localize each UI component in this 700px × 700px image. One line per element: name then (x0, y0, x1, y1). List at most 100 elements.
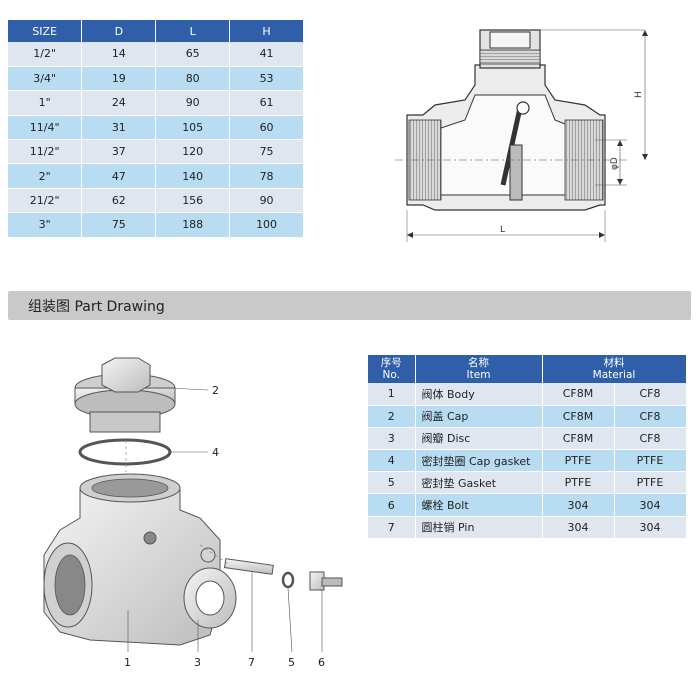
header-no-en: No. (382, 369, 400, 381)
table-row: 11/2" 37 120 75 (8, 139, 304, 165)
cell-l: 80 (155, 66, 231, 92)
cell-material-2: 304 (614, 493, 687, 517)
cell-item: 密封垫 Gasket (415, 471, 543, 495)
parts-table-header: 序号 No. 名称 Item 材料 Material (368, 355, 687, 383)
callout-3: 3 (194, 656, 201, 669)
cell-material-2: CF8 (614, 427, 687, 451)
callout-2: 2 (212, 384, 219, 397)
header-material-en: Material (592, 369, 636, 381)
cell-material-1: CF8M (542, 405, 615, 428)
callout-7: 7 (248, 656, 255, 669)
cell-material-1: CF8M (542, 383, 615, 406)
cell-size: 3/4" (8, 66, 83, 92)
table-row: 3 阀瓣 Disc CF8M CF8 (368, 427, 687, 451)
cell-h: 41 (229, 42, 304, 67)
dimension-label-h: H (634, 91, 644, 98)
cell-material-2: 304 (614, 516, 687, 539)
cell-h: 60 (229, 115, 304, 141)
table-row: 11/4" 31 105 60 (8, 115, 304, 141)
cell-no: 6 (368, 493, 416, 517)
parts-table: 序号 No. 名称 Item 材料 Material 1 阀体 Body CF8… (368, 355, 687, 539)
cell-no: 7 (368, 516, 416, 539)
header-item: 名称 Item (415, 355, 543, 383)
cell-size: 2" (8, 163, 83, 189)
table-row: 1 阀体 Body CF8M CF8 (368, 383, 687, 406)
cell-item: 密封垫圈 Cap gasket (415, 449, 543, 473)
callout-1: 1 (124, 656, 131, 669)
table-row: 3" 75 188 100 (8, 212, 304, 238)
table-row: 5 密封垫 Gasket PTFE PTFE (368, 471, 687, 495)
cell-size: 1" (8, 90, 83, 116)
header-h: H (229, 20, 304, 42)
table-row: 7 圆柱销 Pin 304 304 (368, 516, 687, 539)
cell-material-1: 304 (542, 516, 615, 539)
dimension-label-d: φD (610, 157, 620, 170)
cell-d: 75 (81, 212, 157, 238)
table-row: 1/2" 14 65 41 (8, 42, 304, 67)
section-banner: 组装图 Part Drawing (8, 291, 691, 320)
cell-no: 4 (368, 449, 416, 473)
cell-h: 53 (229, 66, 304, 92)
cell-size: 21/2" (8, 188, 83, 214)
cell-material-2: CF8 (614, 405, 687, 428)
cell-item: 螺栓 Bolt (415, 493, 543, 517)
cell-material-2: CF8 (614, 383, 687, 406)
cell-d: 37 (81, 139, 157, 165)
cell-h: 100 (229, 212, 304, 238)
cell-h: 75 (229, 139, 304, 165)
cell-d: 47 (81, 163, 157, 189)
header-no: 序号 No. (368, 355, 416, 383)
cell-material-1: CF8M (542, 427, 615, 451)
exploded-part-drawing: 2 4 1 3 7 5 6 (43, 357, 343, 669)
table-row: 4 密封垫圈 Cap gasket PTFE PTFE (368, 449, 687, 473)
header-item-en: Item (466, 369, 491, 381)
cell-material-2: PTFE (614, 449, 687, 473)
callout-6: 6 (318, 656, 325, 669)
dimension-table: SIZE D L H 1/2" 14 65 41 3/4" 19 80 53 1… (8, 20, 304, 238)
cell-material-1: PTFE (542, 471, 615, 495)
cell-h: 61 (229, 90, 304, 116)
cell-l: 140 (155, 163, 231, 189)
cell-l: 156 (155, 188, 231, 214)
header-no-cn: 序号 (380, 357, 402, 369)
cell-d: 62 (81, 188, 157, 214)
cell-material-2: PTFE (614, 471, 687, 495)
cell-l: 120 (155, 139, 231, 165)
header-size: SIZE (8, 20, 83, 42)
table-row: 1" 24 90 61 (8, 90, 304, 116)
table-row: 21/2" 62 156 90 (8, 188, 304, 214)
table-row: 3/4" 19 80 53 (8, 66, 304, 92)
cell-item: 阀瓣 Disc (415, 427, 543, 451)
callout-5: 5 (288, 656, 295, 669)
cell-item: 阀盖 Cap (415, 405, 543, 428)
cell-no: 5 (368, 471, 416, 495)
valve-section-drawing: H φD L (395, 29, 648, 242)
header-d: D (81, 20, 157, 42)
cell-size: 1/2" (8, 42, 83, 67)
cell-material-1: PTFE (542, 449, 615, 473)
cell-size: 11/4" (8, 115, 83, 141)
cell-l: 105 (155, 115, 231, 141)
cell-no: 1 (368, 383, 416, 406)
table-row: 2" 47 140 78 (8, 163, 304, 189)
table-row: 6 螺栓 Bolt 304 304 (368, 493, 687, 517)
cell-material-1: 304 (542, 493, 615, 517)
section-title: 组装图 Part Drawing (28, 298, 165, 315)
cell-d: 31 (81, 115, 157, 141)
table-row: 2 阀盖 Cap CF8M CF8 (368, 405, 687, 428)
cell-size: 3" (8, 212, 83, 238)
cell-item: 阀体 Body (415, 383, 543, 406)
cell-item: 圆柱销 Pin (415, 516, 543, 539)
cell-d: 14 (81, 42, 157, 67)
cell-d: 24 (81, 90, 157, 116)
cell-h: 78 (229, 163, 304, 189)
cell-d: 19 (81, 66, 157, 92)
header-material-cn: 材料 (603, 357, 625, 369)
cell-l: 65 (155, 42, 231, 67)
cell-size: 11/2" (8, 139, 83, 165)
header-material: 材料 Material (542, 355, 687, 383)
header-l: L (155, 20, 231, 42)
cell-no: 3 (368, 427, 416, 451)
dimension-label-l: L (500, 225, 505, 235)
cell-l: 188 (155, 212, 231, 238)
